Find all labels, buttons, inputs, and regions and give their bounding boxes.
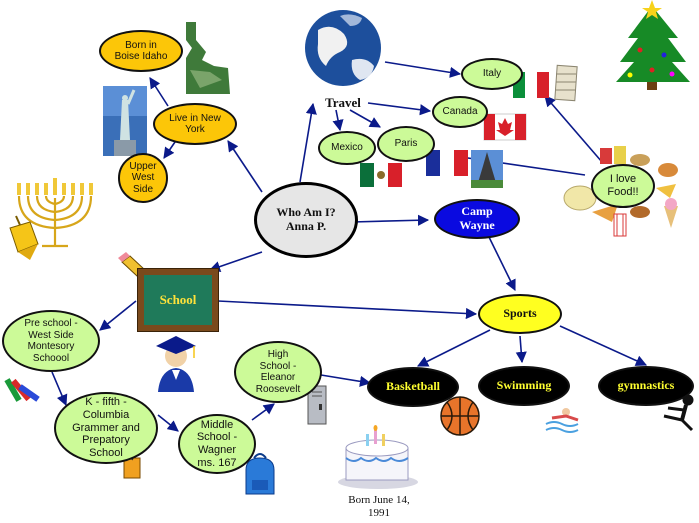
love-food-node: I love Food!! [591, 164, 655, 208]
canada-flag-icon [483, 113, 527, 141]
edge-center-camp [351, 214, 430, 226]
globe-icon [305, 10, 381, 86]
sports-node: Sports [478, 294, 562, 334]
edge-sports-gymnastics [559, 325, 648, 366]
center-node: Who Am I? Anna P. [254, 182, 358, 258]
live-new-york-node: Live in New York [153, 103, 237, 145]
edge-food-paris [445, 150, 586, 176]
edge-center-live [227, 140, 263, 193]
edge-camp-sports [487, 234, 516, 292]
chalkboard-icon: School [137, 268, 219, 332]
statue-of-liberty-icon [103, 86, 147, 156]
basketball-icon [440, 396, 480, 436]
middle-school-node: Middle School - Wagner ms. 167 [178, 414, 256, 474]
menorah-candles [17, 178, 93, 195]
high-school-node: High School - Eleanor Roosevelt [234, 341, 322, 403]
edge-live-upper [163, 141, 176, 159]
edge-middle-high [251, 403, 275, 421]
preschool-node: Pre school - West Side Montesory Schoool [2, 310, 100, 372]
eiffel-tower-icon [471, 150, 503, 188]
edge-preschool-k5 [51, 371, 68, 407]
edge-high-basketball [320, 374, 372, 387]
basketball-node: Basketball [367, 367, 459, 407]
paris-node: Paris [377, 126, 435, 162]
school-title: School [144, 275, 212, 325]
edge-center-travel [299, 102, 317, 183]
mexico-flag-icon [360, 163, 402, 187]
edge-center-school [208, 251, 263, 272]
birthday-cake-icon [338, 425, 418, 489]
edge-travel-mexico [332, 109, 344, 132]
mexico-node: Mexico [318, 131, 376, 165]
birth-caption: Born June 14, 1991 [348, 494, 410, 519]
swimming-node: Swimming [478, 366, 570, 406]
food-icon [563, 146, 678, 237]
born-boise-node: Born in Boise Idaho [99, 30, 183, 72]
edge-k5-middle [157, 414, 179, 432]
backpack-icon [245, 453, 275, 495]
edge-travel-italy [384, 61, 462, 78]
crayons-icon [4, 378, 40, 402]
k-fifth-node: K - fifth - Columbia Grammer and Prepato… [54, 392, 158, 464]
edge-travel-canada [367, 102, 432, 116]
upper-west-side-node: Upper West Side [118, 153, 168, 203]
swimmer-icon [545, 408, 579, 433]
dreidel-icon [9, 215, 39, 260]
idaho-map-icon [186, 22, 230, 94]
edge-school-sports [217, 300, 478, 320]
edge-sports-basketball [416, 329, 491, 367]
edge-sports-swimming [515, 335, 527, 364]
edge-live-born [149, 77, 169, 107]
christmas-tree-icon [616, 0, 690, 90]
leaning-tower-icon [554, 64, 578, 102]
france-flag-icon [426, 150, 468, 176]
edge-travel-paris [349, 109, 381, 128]
gymnastics-node: gymnastics [598, 366, 694, 406]
italy-node: Italy [461, 58, 523, 90]
travel-label: Travel [325, 95, 361, 110]
martial-artist-icon [663, 394, 694, 432]
canada-node: Canada [432, 96, 488, 128]
edge-food-italy [544, 95, 603, 163]
menorah-icon [17, 195, 93, 248]
camp-wayne-node: Camp Wayne [434, 199, 520, 239]
edge-school-preschool [99, 300, 137, 331]
graduate-icon [156, 336, 196, 392]
